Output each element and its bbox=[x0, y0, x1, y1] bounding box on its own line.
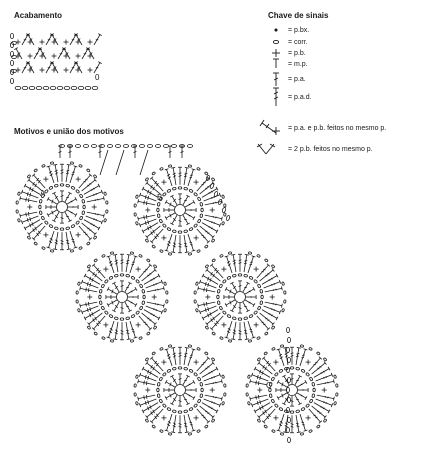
finishing-stitch bbox=[50, 33, 59, 46]
finishing-stitch bbox=[26, 33, 35, 46]
legend-text-treble-crochet: = p.a.d. bbox=[288, 94, 312, 101]
legend-text-half-double: = m.p. bbox=[288, 61, 308, 68]
finishing-stitch bbox=[15, 61, 30, 74]
motif bbox=[133, 164, 227, 256]
motif bbox=[15, 161, 109, 253]
finishing-stitch bbox=[27, 47, 42, 60]
legend-text-2sc-same: = 2 p.b. feitos no mesmo p. bbox=[288, 146, 373, 153]
finishing-stitch bbox=[14, 47, 23, 60]
motifs-diagram bbox=[15, 144, 339, 443]
motif-letter-a: A bbox=[40, 189, 46, 198]
motif bbox=[193, 251, 287, 343]
motif bbox=[245, 344, 339, 436]
finishing-stitch bbox=[74, 33, 83, 46]
finishing-row-marker: 0 bbox=[95, 73, 100, 82]
two-sc-same-point-icon bbox=[256, 143, 276, 155]
finishing-stitch bbox=[74, 61, 83, 74]
finishing-stitch bbox=[39, 33, 54, 46]
finishing-stitch bbox=[75, 47, 90, 60]
double-crochet-icon bbox=[273, 72, 279, 86]
motif bbox=[133, 344, 227, 436]
dot-icon bbox=[274, 28, 278, 32]
legend-text-dc-sc-same: = p.a. e p.b. feitos no mesmo p. bbox=[288, 125, 387, 132]
joining-top-row bbox=[58, 144, 193, 176]
dc-sc-same-point-icon bbox=[259, 119, 280, 135]
motif-letter-b: B bbox=[157, 193, 163, 202]
finishing-stitch bbox=[86, 47, 95, 60]
legend-text-double-crochet: = p.a. bbox=[288, 76, 306, 83]
edge-chain bbox=[205, 175, 291, 443]
finishing-stitch bbox=[26, 61, 35, 74]
motif-letter-c: C bbox=[266, 381, 272, 390]
oval-icon bbox=[272, 39, 280, 45]
finishing-stitch bbox=[39, 61, 54, 74]
legend-text-slip-stitch: = p.bx. bbox=[288, 27, 310, 34]
finishing-stitch bbox=[38, 47, 47, 60]
motif bbox=[75, 251, 169, 343]
finishing-stitch bbox=[63, 61, 78, 74]
finishing-stitch bbox=[87, 61, 102, 74]
finishing-stitch bbox=[15, 33, 30, 46]
finishing-stitch bbox=[62, 47, 71, 60]
legend-text-chain: = corr. bbox=[288, 39, 308, 46]
finishing-heading: Acabamento bbox=[14, 11, 63, 20]
finishing-diagram bbox=[9, 33, 102, 91]
finishing-stitch bbox=[50, 61, 59, 74]
half-double-icon bbox=[273, 58, 279, 68]
legend-text-single-crochet: = p.b. bbox=[288, 50, 306, 57]
motifs-heading: Motivos e união dos motivos bbox=[14, 127, 124, 136]
finishing-stitch bbox=[87, 33, 102, 46]
finishing-stitch bbox=[63, 33, 78, 46]
finishing-stitch bbox=[51, 47, 66, 60]
treble-crochet-icon bbox=[273, 87, 279, 106]
cross-icon bbox=[272, 49, 280, 57]
key-heading: Chave de sinais bbox=[268, 11, 329, 20]
